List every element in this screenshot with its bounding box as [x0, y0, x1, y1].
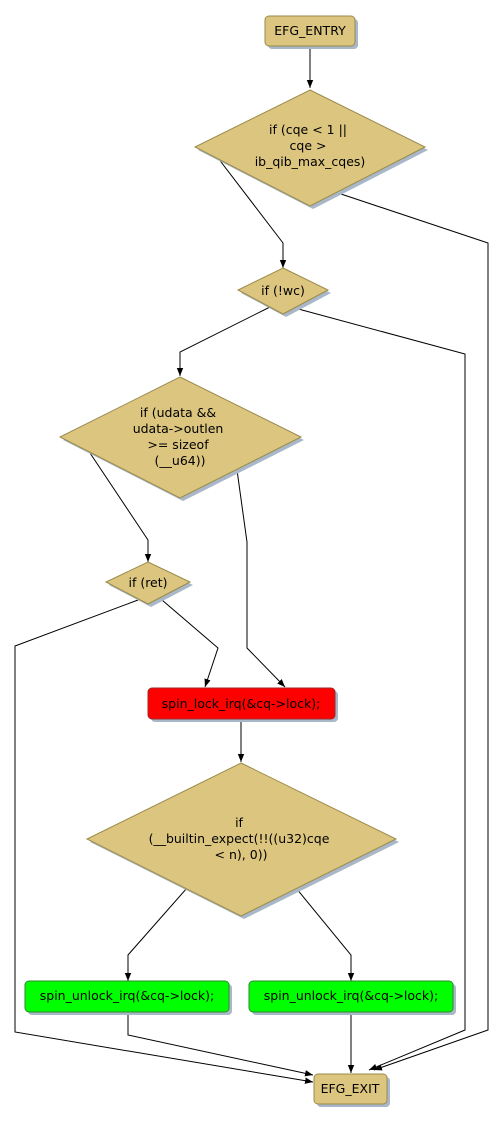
edges: [14, 46, 489, 1084]
node-cond-cqe[interactable]: if (cqe < 1 || cqe > ib_qib_max_cqes): [193, 89, 428, 209]
cond-cqe-label: if (cqe < 1 || cqe > ib_qib_max_cqes): [255, 122, 366, 169]
cond-expect-label: if (__builtin_expect(!!((u32)cqe < n), 0…: [149, 815, 334, 862]
unlock-right-label: spin_unlock_irq(&cq->lock);: [264, 988, 438, 1003]
efg-exit-label: EFG_EXIT: [321, 1081, 380, 1096]
edge-ret-to-exit: [14, 599, 314, 1084]
edge-udata-to-ret: [89, 452, 152, 562]
edge-expect-to-unlock-left: [124, 887, 188, 981]
edge-udata-to-spinlock: [236, 469, 286, 688]
node-efg-exit[interactable]: EFG_EXIT: [313, 1073, 390, 1107]
efg-entry-label: EFG_ENTRY: [274, 23, 346, 38]
node-efg-entry[interactable]: EFG_ENTRY: [264, 15, 358, 49]
edge-ret-to-spinlock: [161, 599, 219, 688]
node-unlock-right[interactable]: spin_unlock_irq(&cq->lock);: [248, 980, 456, 1015]
edge-cqe-to-exit: [334, 191, 489, 1071]
cond-wc-label: if (!wc): [261, 283, 305, 298]
edge-wc-to-udata: [176, 306, 271, 376]
edge-cqe-to-wc: [217, 157, 287, 268]
node-spin-lock[interactable]: spin_lock_irq(&cq->lock);: [147, 687, 338, 722]
unlock-left-label: spin_unlock_irq(&cq->lock);: [40, 988, 214, 1003]
node-cond-udata[interactable]: if (udata && udata->outlen >= sizeof (__…: [58, 376, 304, 501]
node-cond-ret[interactable]: if (ret): [104, 561, 193, 607]
edge-expect-to-unlock-right: [295, 887, 355, 981]
node-unlock-left[interactable]: spin_unlock_irq(&cq->lock);: [24, 980, 232, 1015]
cond-ret-label: if (ret): [128, 575, 167, 590]
spin-lock-label: spin_lock_irq(&cq->lock);: [162, 696, 321, 711]
cond-udata-label: if (udata && udata->outlen >= sizeof (__…: [133, 405, 228, 468]
edge-unlock-left-to-exit: [127, 1013, 314, 1077]
node-cond-expect[interactable]: if (__builtin_expect(!!((u32)cqe < n), 0…: [85, 762, 399, 919]
node-cond-wc[interactable]: if (!wc): [236, 267, 331, 317]
edge-wc-to-exit: [290, 306, 466, 1071]
